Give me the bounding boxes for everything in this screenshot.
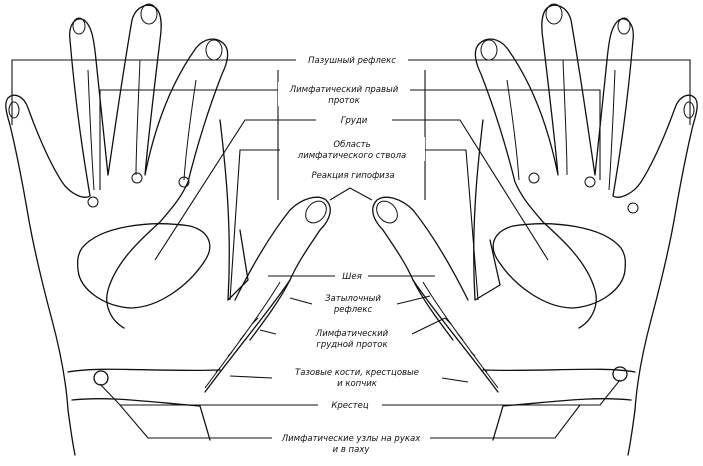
leader-sacrum-right xyxy=(382,379,621,406)
right-finger-point-2 xyxy=(584,176,596,188)
label-occipital-line2: рефлекс xyxy=(333,305,373,315)
leader-pituitary xyxy=(329,187,373,201)
left-finger-point-2 xyxy=(131,172,143,184)
leader-occipital-left xyxy=(289,297,313,305)
label-nodes-line2: и в паху xyxy=(333,445,371,455)
label-occipital-line1: Затылочный xyxy=(325,294,381,304)
right-index-nail xyxy=(545,3,563,25)
label-trunk-line1: Область xyxy=(333,140,370,150)
leader-nodes-right xyxy=(430,404,581,439)
right-finger-point-1 xyxy=(627,202,639,214)
left-hand xyxy=(5,3,249,456)
left-finger-point-1 xyxy=(87,196,99,208)
leader-right-duct-right xyxy=(410,89,601,180)
left-wrist-point xyxy=(93,370,109,386)
labels: Пазушный рефлекс Лимфатический правый пр… xyxy=(272,53,442,456)
label-sacrum: Крестец xyxy=(331,401,369,411)
label-trunk-line2: лимфатического ствола xyxy=(297,151,406,161)
leader-pelvic-right xyxy=(441,377,469,383)
right-little-nail xyxy=(683,101,695,119)
right-cuff xyxy=(482,368,636,456)
label-thoracic-line1: Лимфатический xyxy=(315,329,389,339)
leader-breasts-right xyxy=(392,119,549,261)
label-breasts: Груди xyxy=(341,116,368,126)
left-inner-forearm-b xyxy=(204,281,281,389)
left-thumb xyxy=(234,196,331,341)
left-cuff xyxy=(67,368,221,456)
right-hand xyxy=(473,3,698,456)
leader-thoracic-left xyxy=(259,329,277,335)
left-finger-crease-2 xyxy=(135,59,141,176)
right-wrist-point xyxy=(612,366,628,382)
right-finger-crease-1 xyxy=(608,69,616,191)
right-thumb xyxy=(372,196,469,341)
leader-sinus-right xyxy=(408,59,691,125)
left-finger-point-3 xyxy=(178,176,190,188)
leader-sinus-left xyxy=(11,59,296,125)
leader-occipital-right xyxy=(396,295,431,305)
label-pelvic-line1: Тазовые кости, крестцовые xyxy=(295,368,419,378)
leader-trunk-right xyxy=(425,149,479,301)
left-finger-crease-1 xyxy=(87,69,95,191)
right-thumb-nail xyxy=(617,17,631,35)
label-right-duct-line1: Лимфатический правый xyxy=(289,85,399,95)
leader-breasts-left xyxy=(154,119,316,261)
right-thumb-nail-center xyxy=(376,200,398,224)
left-wrist-edge xyxy=(219,119,249,301)
leader-thoracic-right xyxy=(411,317,446,335)
leader-right-duct-left xyxy=(99,89,278,190)
left-inner-forearm-a xyxy=(204,279,291,393)
label-sinus-reflex: Пазушный рефлекс xyxy=(308,56,396,66)
right-reflex-ticks xyxy=(444,317,488,373)
left-finger-crease-3 xyxy=(183,79,197,181)
label-pituitary: Реакция гипофиза xyxy=(311,171,394,181)
left-thumb-nail-center xyxy=(305,200,327,224)
right-finger-crease-3 xyxy=(506,79,520,181)
right-hand-outline xyxy=(474,4,698,411)
label-neck: Шея xyxy=(342,272,361,282)
leader-nodes-left xyxy=(119,404,272,439)
label-thoracic-line2: грудной проток xyxy=(316,340,388,350)
leader-lines xyxy=(11,59,691,439)
leader-pelvic-left xyxy=(229,375,273,379)
thumbs-and-forearms xyxy=(204,196,499,393)
label-pelvic-line2: и копчик xyxy=(337,379,378,389)
right-inner-forearm-b xyxy=(422,281,499,389)
right-palm-pad xyxy=(492,223,627,309)
right-middle-nail xyxy=(480,39,498,61)
leader-trunk-left xyxy=(229,149,280,301)
right-inner-forearm-a xyxy=(412,279,499,393)
left-index-nail xyxy=(140,3,158,25)
left-thumb-nail xyxy=(72,17,86,35)
right-finger-point-3 xyxy=(528,172,540,184)
right-finger-crease-2 xyxy=(562,59,568,176)
left-palm-pad xyxy=(76,223,211,309)
left-reflex-ticks xyxy=(215,317,259,373)
label-nodes-line1: Лимфатические узлы на руках xyxy=(281,434,421,444)
right-wrist-edge xyxy=(473,119,501,301)
label-right-duct-line2: проток xyxy=(328,96,360,106)
left-hand-outline xyxy=(5,4,229,411)
left-middle-nail xyxy=(205,39,223,61)
left-little-nail xyxy=(8,101,20,119)
